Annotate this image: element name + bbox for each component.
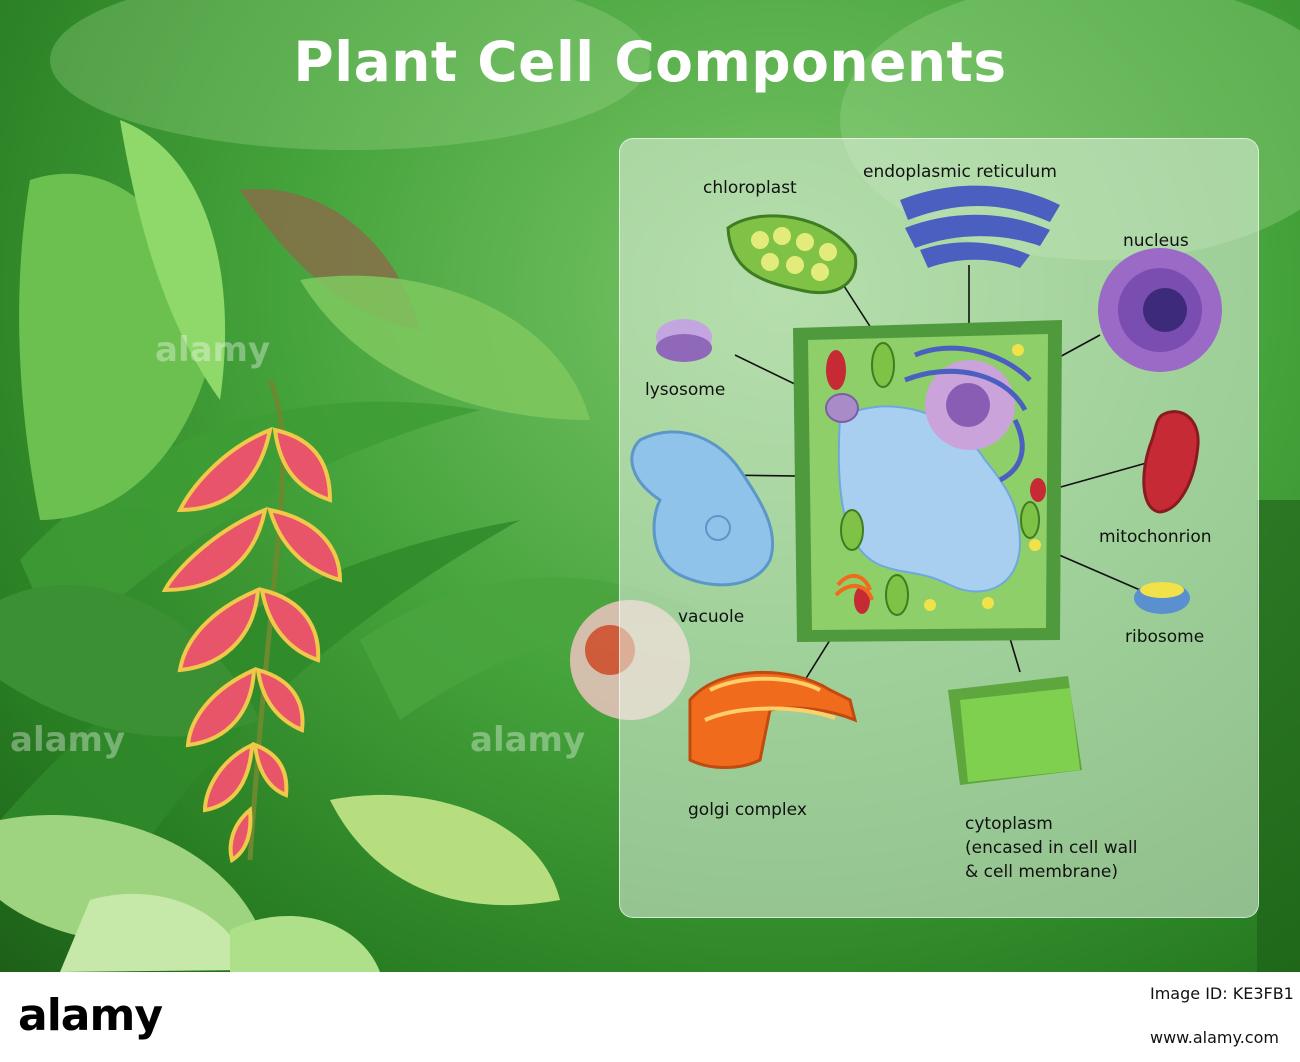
label-golgi-complex: golgi complex [688,800,807,820]
image-id-text: Image ID: KE3FB1 [1150,984,1294,1003]
footer-bar [0,972,1300,1062]
page-title: Plant Cell Components [293,30,1007,94]
website-text: www.alamy.com [1150,1028,1279,1047]
label-ribosome: ribosome [1125,627,1205,647]
cytoplasm-icon [948,676,1082,785]
label-endoplasmic-reticulum: endoplasmic reticulum [863,162,1057,182]
watermark: alamy [10,720,126,760]
label-lysosome: lysosome [645,380,726,400]
lysosome-icon [656,319,712,362]
big-leaves [0,120,590,972]
golgi-complex-icon [688,670,858,769]
label-mitochondrion: mitochonrion [1099,527,1212,547]
watermark: alamy [470,720,586,760]
label-nucleus: nucleus [1123,231,1189,251]
mitochondrion-icon [1142,410,1200,514]
label-chloroplast: chloroplast [703,178,797,198]
chloroplast-icon [726,214,858,295]
ribosome-icon [1134,582,1190,614]
vacuole-icon [630,430,775,587]
endoplasmic-reticulum-icon [900,185,1060,268]
cell-diagram [630,185,1222,785]
plant-cell [793,320,1062,642]
alamy-logo: alamy [18,990,163,1041]
heliconia-flower [161,379,343,864]
watermark: alamy [155,330,271,370]
label-cytoplasm: cytoplasm (encased in cell wall & cell m… [965,814,1138,882]
nucleus-icon [1098,248,1222,372]
label-vacuole: vacuole [678,607,745,627]
